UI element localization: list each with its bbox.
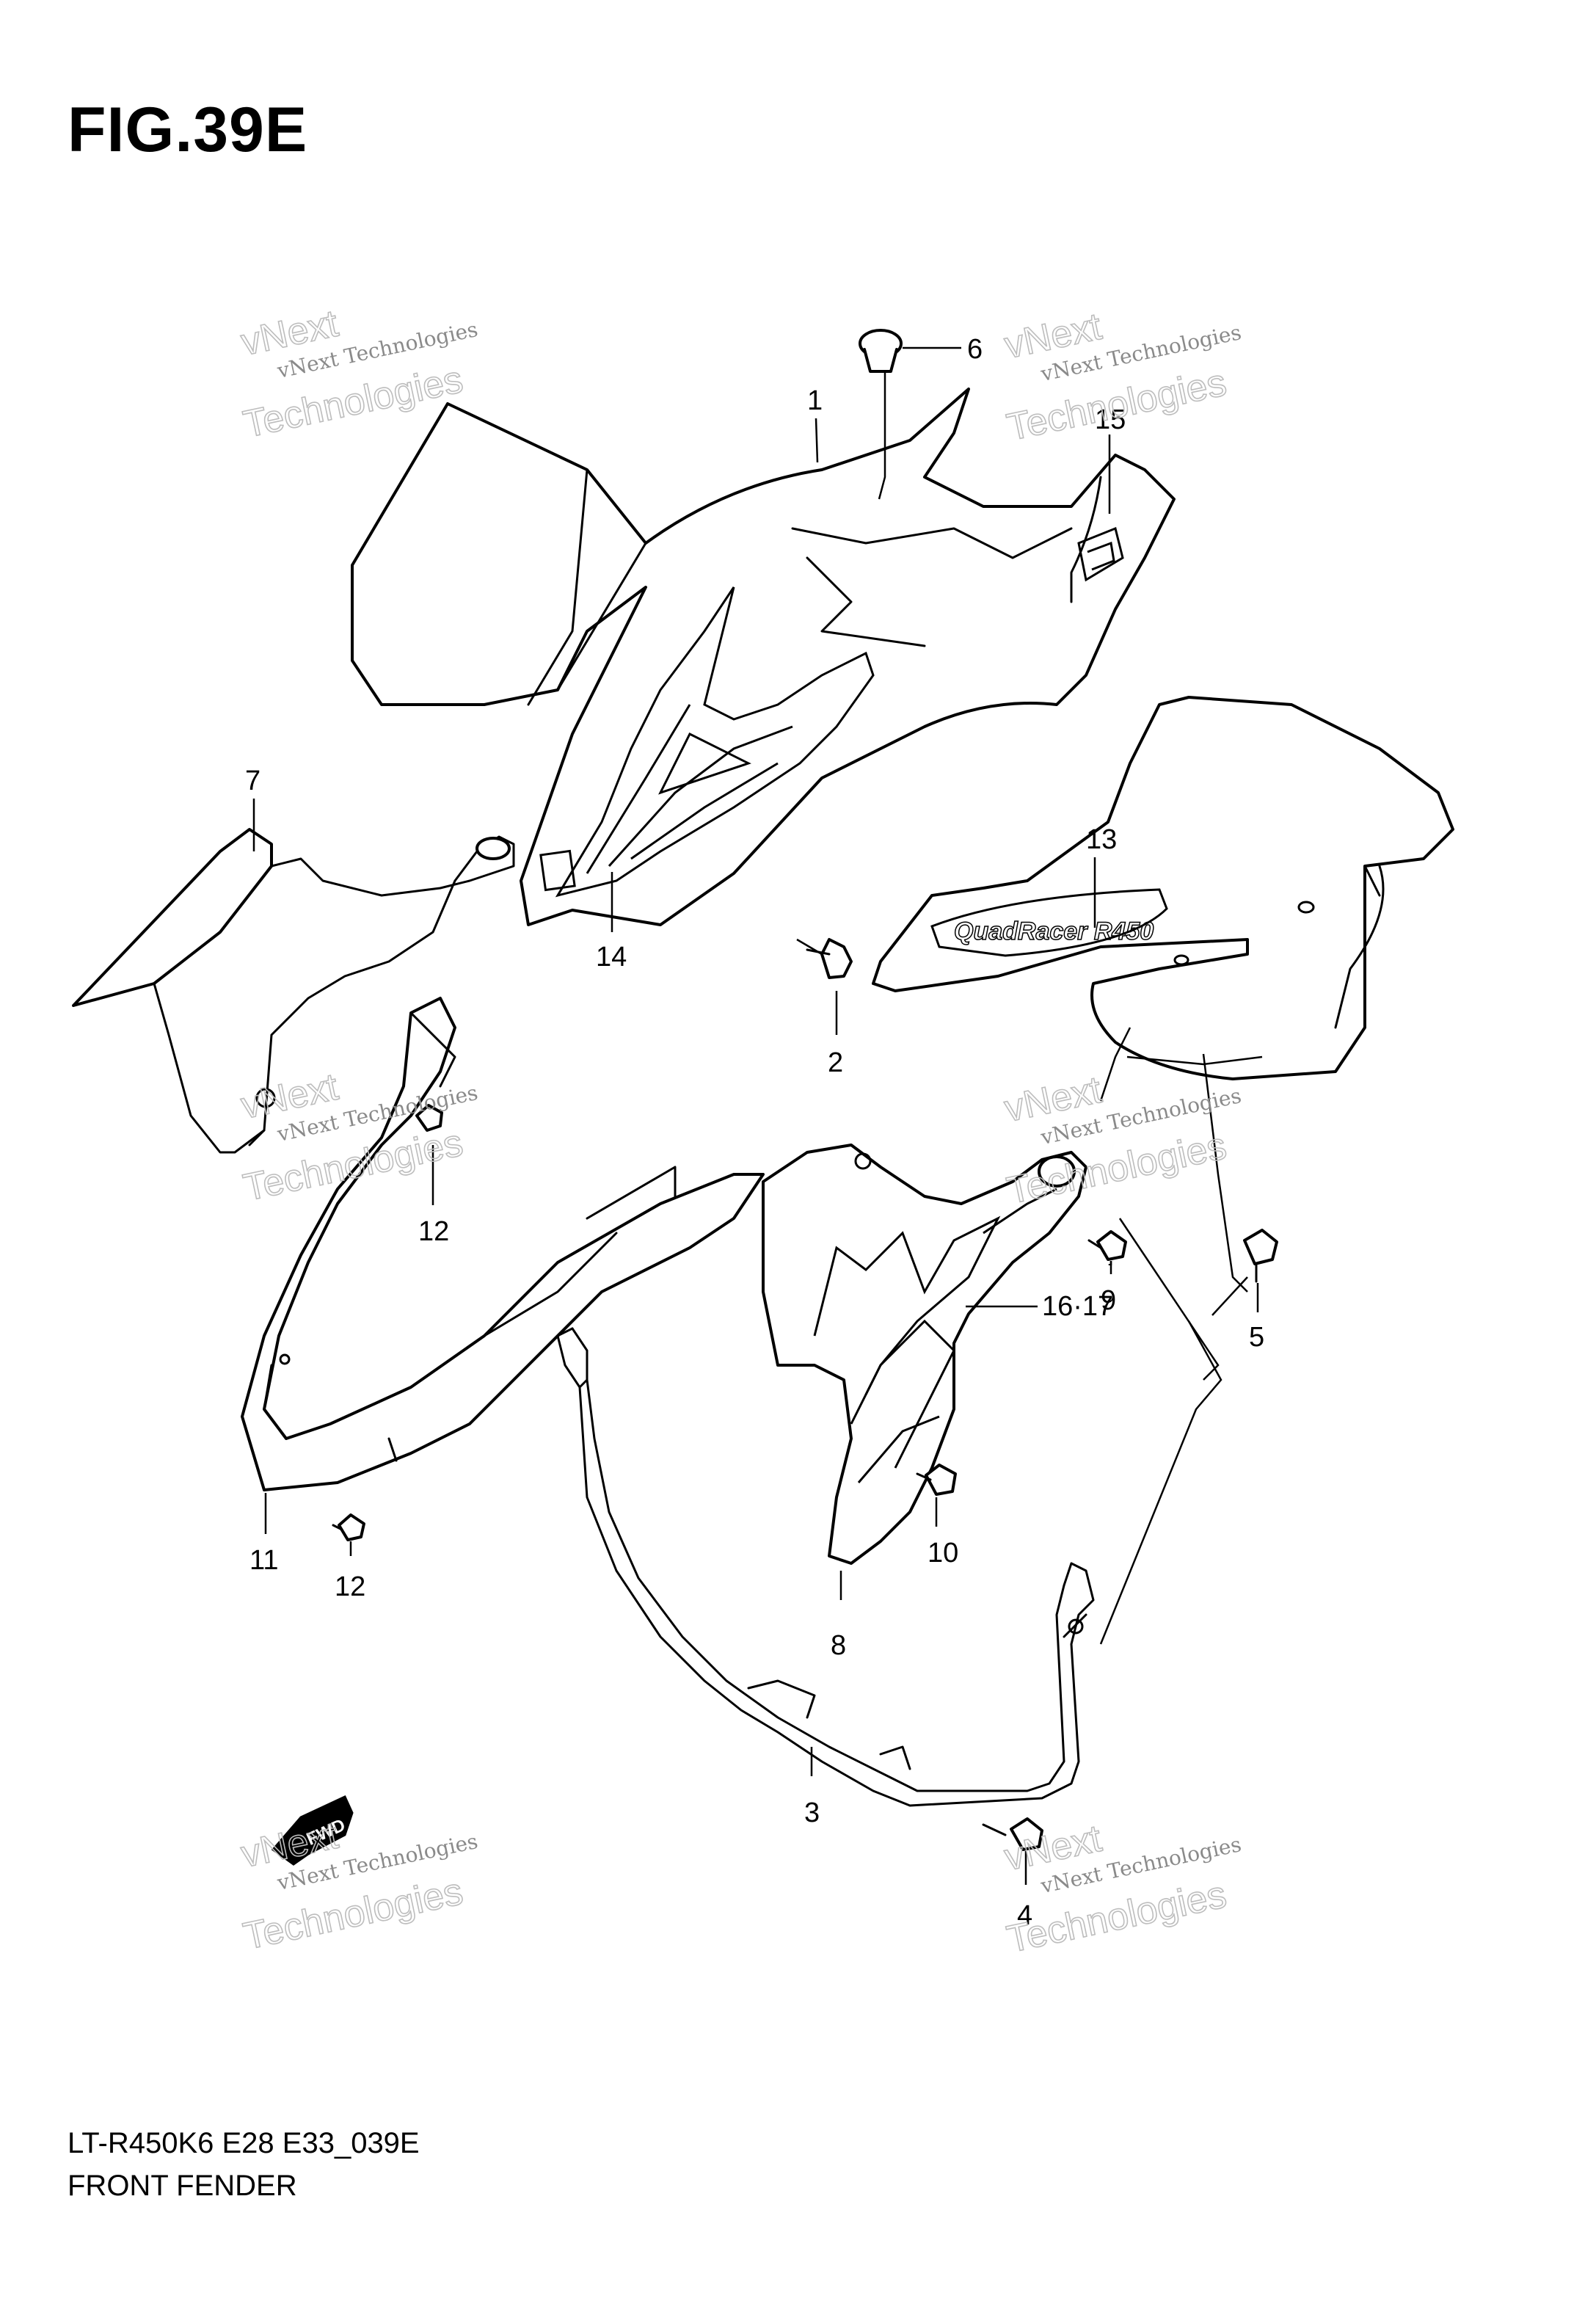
watermark-text: Technologies: [1003, 1873, 1230, 1961]
callout-13: 13: [1086, 824, 1117, 855]
part-7-left-mud-guard: [72, 828, 515, 1154]
watermark-bottom-left: vNext vNext Technologies Technologies: [237, 1814, 480, 1959]
part-10-rivet: [916, 1464, 957, 1496]
watermark-text: Technologies: [240, 1870, 467, 1958]
part-12-rivet-lower: [332, 1513, 365, 1541]
part-8-center-lower-panel: [762, 1144, 1087, 1565]
callout-14: 14: [596, 942, 627, 973]
watermark-bottom-right: vNext vNext Technologies Technologies: [1000, 1817, 1243, 1962]
watermark-top-right: vNext vNext Technologies Technologies: [1000, 305, 1243, 450]
watermark-text: Technologies: [1003, 361, 1230, 449]
drawing-name: FRONT FENDER: [68, 2170, 297, 2202]
callout-3: 3: [804, 1797, 820, 1828]
callout-10: 10: [928, 1538, 958, 1568]
callout-8: 8: [831, 1630, 846, 1661]
part-2-rivet: [806, 938, 853, 979]
callout-12-lower: 12: [335, 1571, 365, 1602]
part-13-right-side-panel: QuadRacer R450: [872, 696, 1454, 1080]
part-5-bolt: [1243, 1229, 1278, 1283]
callout-4: 4: [1017, 1900, 1032, 1931]
callout-2: 2: [828, 1047, 843, 1078]
callout-6: 6: [967, 334, 983, 365]
part-9-rivet: [1087, 1230, 1127, 1261]
callout-1: 1: [807, 385, 823, 416]
callout-9: 9: [1101, 1285, 1116, 1316]
callout-7: 7: [245, 766, 260, 796]
part-6-plug: [859, 329, 903, 373]
callout-16-17: 16·17: [1042, 1291, 1113, 1322]
callout-11: 11: [249, 1545, 278, 1576]
callout-5: 5: [1249, 1322, 1264, 1353]
part-15-emblem: [1077, 526, 1124, 582]
part-14-left-decal: [539, 586, 875, 898]
part-13-badge-text: QuadRacer R450: [954, 917, 1154, 945]
callout-12-upper: 12: [418, 1216, 449, 1247]
figure-title: FIG.39E: [68, 95, 308, 165]
part-4-bolt: [982, 1817, 1043, 1851]
callout-labels: 1 6 15 13 14 2 7 12 9 5 16·17 10 8 11 12…: [245, 334, 1264, 1931]
part-1-front-fender: [351, 388, 1176, 926]
watermark-text: Technologies: [1003, 1124, 1230, 1213]
part-11-lower-left-shield: [241, 997, 765, 1491]
callout-15: 15: [1095, 404, 1126, 435]
part-12-rivet-upper: [415, 1104, 443, 1132]
leader-lines: [252, 346, 1263, 1885]
part-3-guard-bar: [556, 1327, 1095, 1807]
drawing-code: LT-R450K6 E28 E33_039E: [68, 2127, 420, 2159]
